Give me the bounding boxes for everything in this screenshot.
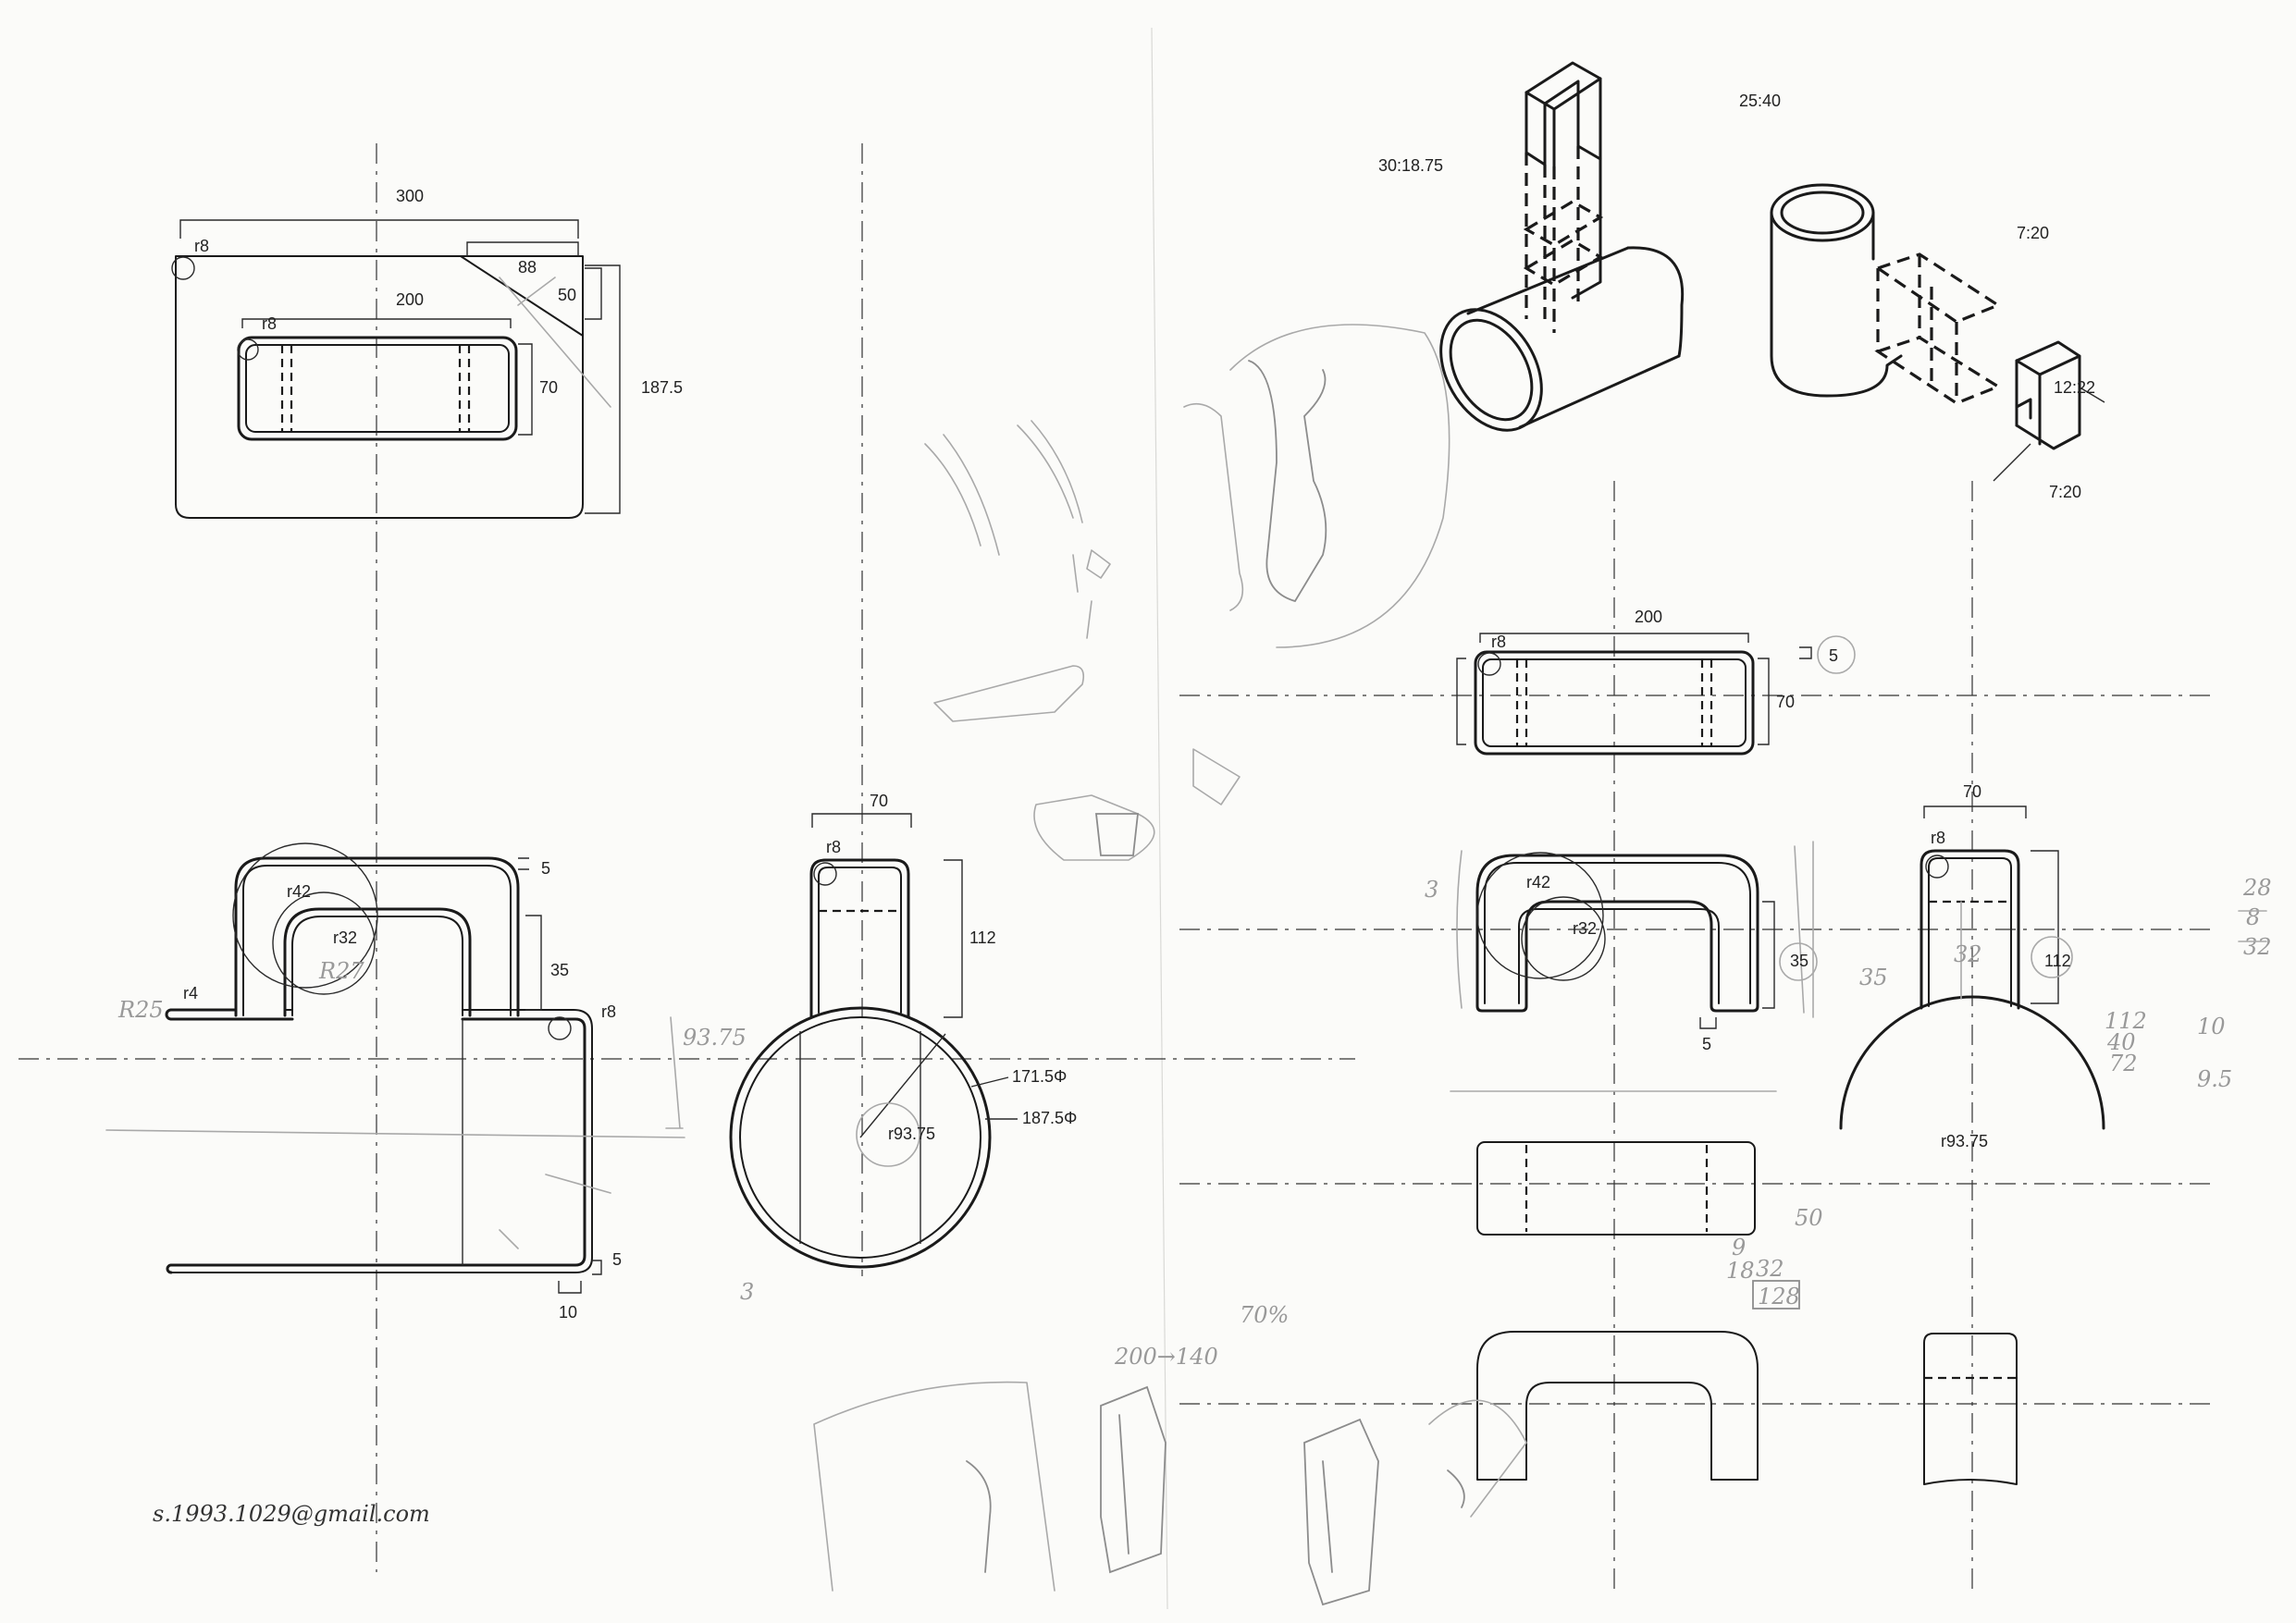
plate-width-dim: 300 — [396, 187, 424, 205]
ring-inner-dia: 171.5Φ — [1012, 1067, 1067, 1086]
hook-foot-length: 10 — [559, 1303, 577, 1322]
hook-inner-radius: r32 — [333, 928, 357, 947]
pencil-side-32: 32 — [1954, 941, 1982, 967]
side-corner-radius: r8 — [826, 838, 841, 856]
handle-top-height: 70 — [1776, 693, 1795, 711]
handle-front-inner: r32 — [1573, 919, 1597, 938]
ratio-handle-mid: 12:22 — [2054, 378, 2095, 397]
handle-front-outer: r42 — [1526, 873, 1550, 891]
ratio-handle-lower: 7:20 — [2049, 483, 2081, 501]
svg-text:128: 128 — [1758, 1284, 1800, 1309]
svg-text:8: 8 — [2246, 904, 2260, 930]
svg-text:112: 112 — [2105, 1008, 2147, 1034]
svg-text:40: 40 — [2106, 1029, 2136, 1055]
hook-leg-height: 35 — [550, 961, 569, 979]
handle-top-thickness: 5 — [1829, 646, 1838, 665]
handle-top-width: 200 — [1635, 608, 1662, 626]
center-lines — [19, 143, 2216, 1591]
ratio-handle-right: 7:20 — [2017, 224, 2049, 242]
svg-text:72: 72 — [2109, 1051, 2138, 1076]
svg-text:18: 18 — [1726, 1258, 1755, 1284]
hook-bend-radius: r8 — [601, 1002, 616, 1021]
pencil-mark-3-right: 3 — [1425, 877, 1438, 903]
hook-tip-radius: r4 — [183, 984, 198, 1002]
svg-text:32: 32 — [2243, 934, 2272, 960]
contact-email: s.1993.1029@gmail.com — [153, 1501, 430, 1527]
ratio-mug-upper: 25:40 — [1739, 92, 1781, 110]
pencil-9375: 93.75 — [683, 1025, 747, 1051]
handle-front-thickness: 5 — [1702, 1035, 1711, 1053]
ratio-hook-upper: 30:18.75 — [1378, 156, 1443, 175]
pencil-mark-3-left: 3 — [740, 1279, 754, 1305]
slot-height-dim: 70 — [539, 378, 558, 397]
handle-top-view — [1456, 633, 1856, 756]
hook-base-thickness: 5 — [612, 1250, 622, 1269]
pencil-sketches — [813, 324, 1527, 1606]
handle-top-radius: r8 — [1491, 633, 1506, 651]
handle-cup-radius: r93.75 — [1941, 1132, 1988, 1150]
hook-thickness: 5 — [541, 859, 550, 878]
plate-corner-radius: r8 — [194, 237, 209, 255]
handle-side-width: 70 — [1963, 782, 1981, 801]
side-height-dim: 112 — [969, 928, 996, 947]
svg-text:50: 50 — [1795, 1205, 1823, 1231]
ring-outer-dia: 187.5Φ — [1022, 1109, 1077, 1127]
hook-outer-radius: r42 — [287, 882, 311, 901]
plate-height-dim: 187.5 — [641, 378, 683, 397]
plate-chamfer-y: 50 — [558, 286, 576, 304]
side-width-dim: 70 — [870, 792, 888, 810]
slot-width-dim: 200 — [396, 290, 424, 309]
handle-side-view — [1839, 805, 2105, 1130]
svg-text:70%: 70% — [1240, 1302, 1289, 1328]
plate-top-view — [171, 219, 621, 519]
handle-side-radius: r8 — [1931, 829, 1945, 847]
slot-corner-radius: r8 — [262, 314, 277, 333]
svg-text:32: 32 — [1756, 1256, 1784, 1282]
handle-front-leg: 35 — [1790, 952, 1808, 970]
pencil-r25: R25 — [117, 997, 164, 1023]
plate-chamfer-x: 88 — [518, 258, 537, 277]
iso-mug-with-handle — [1770, 183, 2105, 482]
side-view — [729, 813, 1018, 1269]
pencil-notes: 70% 200→140 50 9 18 32 128 10 9.5 28 112… — [1114, 875, 2272, 1370]
svg-text:200→140: 200→140 — [1114, 1344, 1218, 1370]
ring-radius: r93.75 — [888, 1125, 935, 1143]
svg-text:9: 9 — [1732, 1235, 1746, 1260]
svg-text:28: 28 — [2242, 875, 2272, 901]
pencil-r27: R27 — [318, 958, 364, 984]
handle-front-view — [1450, 841, 1818, 1092]
iso-hook-on-mug — [1439, 61, 1685, 432]
sheet-fold-line — [1151, 27, 1168, 1610]
handle-side-height: 112 — [2044, 952, 2071, 970]
svg-text:10: 10 — [2197, 1014, 2226, 1039]
svg-text:9.5: 9.5 — [2197, 1066, 2232, 1092]
handle-plan-views — [1476, 1141, 2018, 1485]
pencil-side-35: 35 — [1859, 965, 1888, 990]
front-view — [105, 842, 685, 1294]
